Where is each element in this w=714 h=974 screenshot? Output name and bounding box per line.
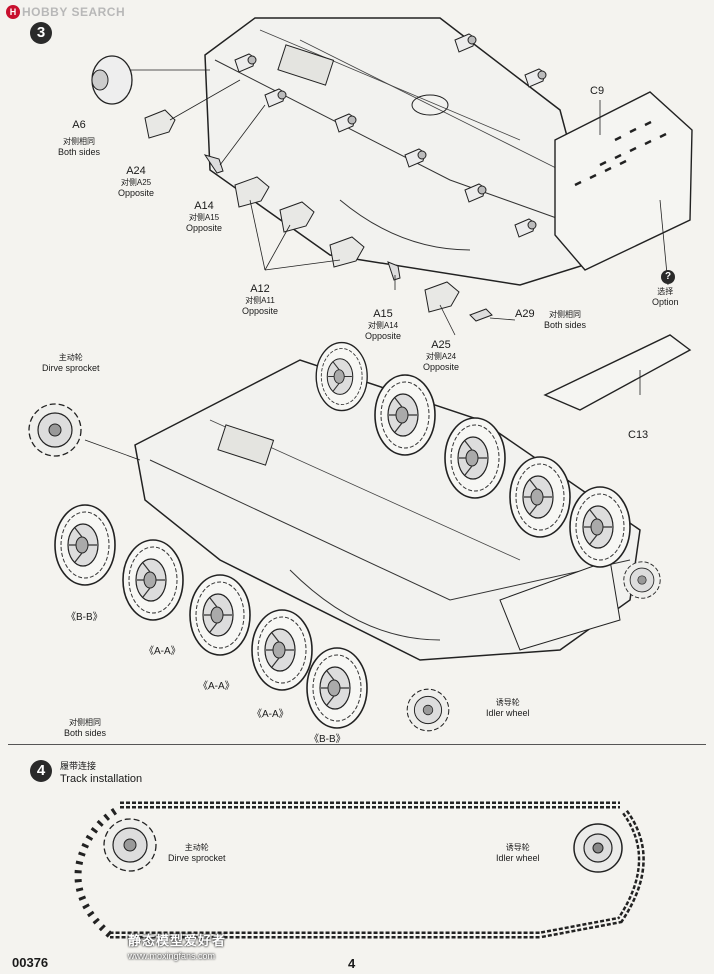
step-3-badge: 3 — [30, 22, 52, 44]
option-question-icon: ? — [661, 270, 675, 284]
upper-hull — [204, 17, 601, 286]
label-both-sides-wheels: 对侧相同 Both sides — [64, 718, 107, 738]
step-4-title: 履带连接 Track installation — [60, 761, 143, 785]
logo-text: HOBBY SEARCH — [22, 5, 126, 19]
track-idler-wheel — [573, 823, 623, 873]
label-a15: A15 对侧A14 Opposite — [365, 308, 402, 342]
page-number: 4 — [348, 956, 356, 971]
section-divider — [8, 744, 706, 745]
logo-mark-icon: H — [6, 5, 20, 19]
hobby-search-logo: H HOBBY SEARCH — [6, 4, 125, 20]
catalog-number: 00376 — [12, 955, 49, 970]
label-wheel-aa-3: 《A-A》 — [252, 709, 289, 720]
label-a6: A6 对侧相同 Both sides — [58, 119, 101, 158]
label-idler-wheel-4: 诱导轮 Idler wheel — [496, 843, 540, 863]
part-c13-plate — [543, 334, 692, 411]
step-4-badge: 4 — [30, 760, 52, 782]
label-wheel-bb-2: 《B-B》 — [309, 734, 346, 745]
label-drive-sprocket-4: 主动轮 Dirve sprocket — [168, 843, 226, 863]
label-wheel-aa-1: 《A-A》 — [144, 646, 181, 657]
label-idler-wheel-3: 诱导轮 Idler wheel — [486, 698, 530, 718]
label-c9: C9 — [590, 85, 605, 97]
label-c13: C13 — [628, 429, 649, 441]
lower-hull — [134, 359, 641, 661]
part-c9-plate — [554, 91, 693, 271]
label-a25: A25 对侧A24 Opposite — [423, 339, 460, 373]
label-a29-note: 对侧相同 Both sides — [544, 310, 587, 330]
label-drive-sprocket-3: 主动轮 Dirve sprocket — [42, 353, 100, 373]
label-wheel-aa-2: 《A-A》 — [198, 681, 235, 692]
label-a24: A24 对侧A25 Opposite — [118, 165, 155, 199]
label-option: 选择 Option — [652, 287, 679, 307]
small-parts — [91, 55, 493, 322]
label-wheel-bb-1: 《B-B》 — [66, 612, 103, 623]
label-a14: A14 对侧A15 Opposite — [186, 200, 223, 234]
label-a12: A12 对侧A11 Opposite — [242, 283, 279, 317]
site-watermark: 静态模型爱好者 www.moxingfans.com — [128, 933, 227, 961]
track-run — [74, 801, 645, 939]
label-a29: A29 — [515, 308, 535, 320]
